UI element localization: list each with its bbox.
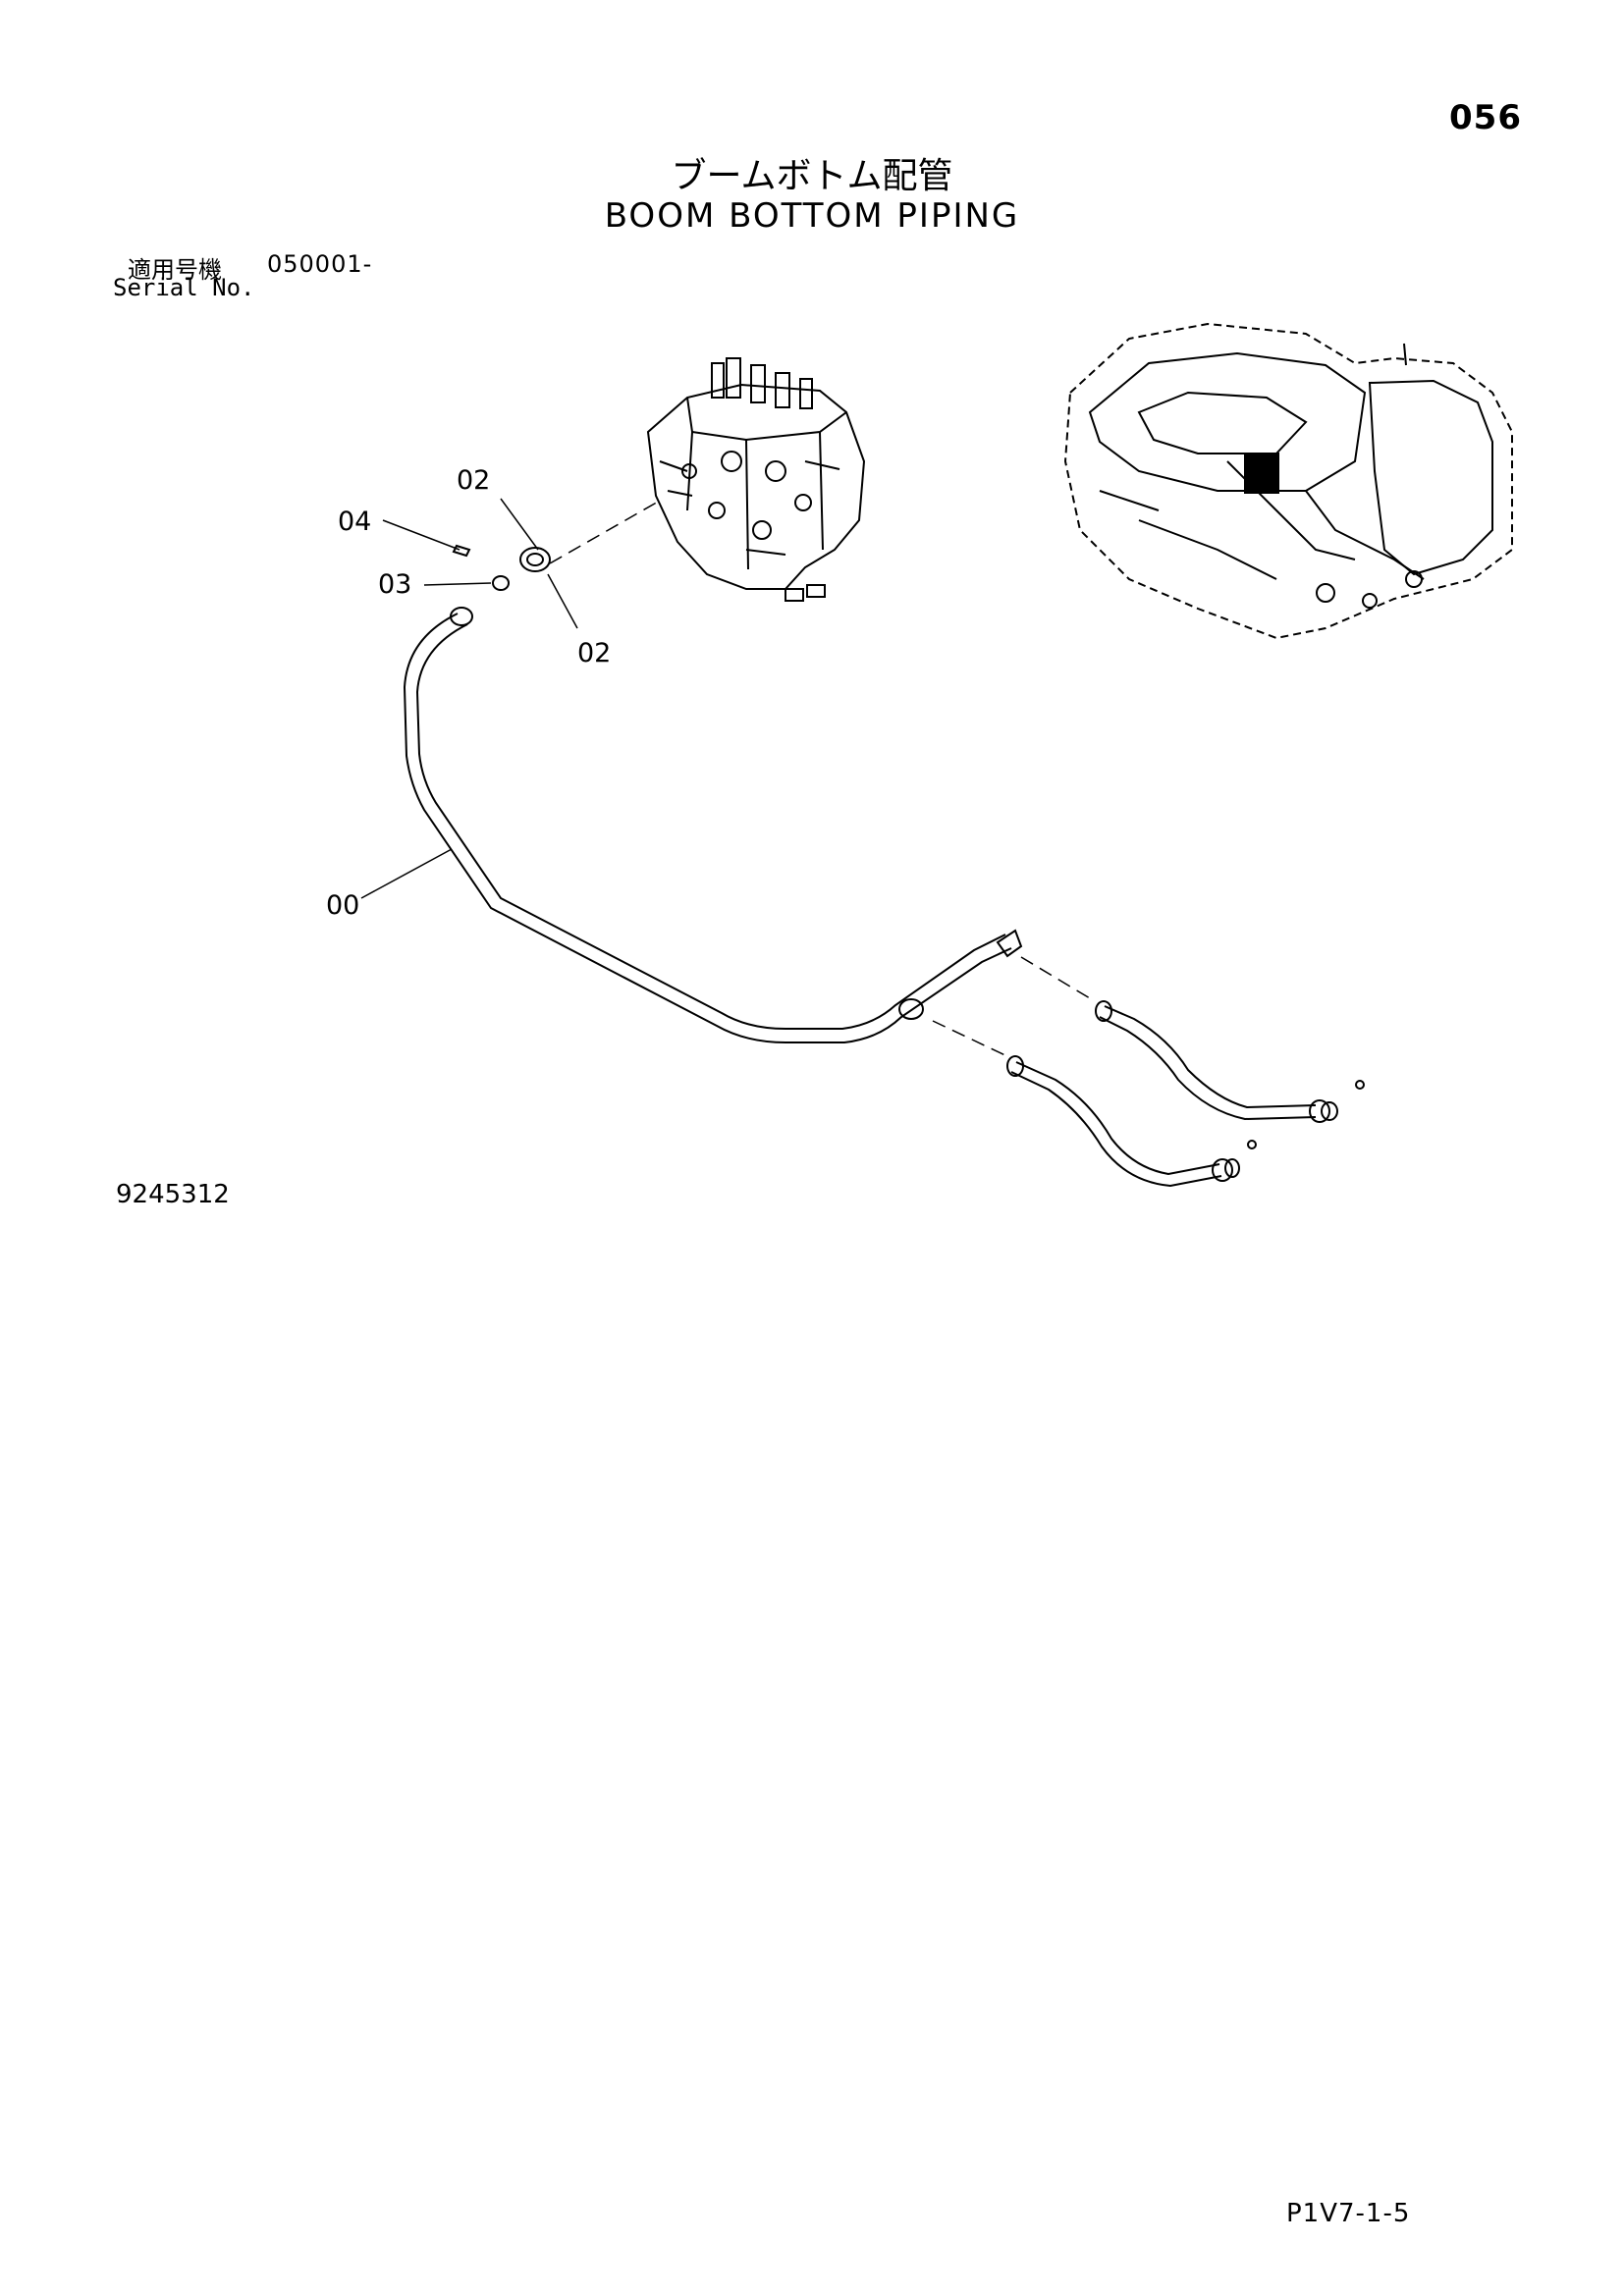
callout-04: 04: [338, 507, 372, 537]
serial-label-english: Serial No.: [113, 274, 255, 301]
page-code: P1V7-1-5: [1286, 2199, 1411, 2228]
drawing-number: 9245312: [116, 1180, 230, 1209]
excavator-illustration: [1063, 322, 1513, 640]
control-valve-illustration: [646, 357, 866, 602]
boom-bottom-pipe: [403, 607, 1023, 1043]
callout-02-bottom: 02: [577, 638, 612, 668]
callout-02-top: 02: [457, 465, 491, 496]
hose-upper: [1095, 1000, 1365, 1123]
hose-lower: [1006, 1055, 1257, 1188]
page-number: 056: [1449, 98, 1522, 137]
flange-parts: [452, 544, 551, 591]
serial-label-japanese: 適用号機: [128, 256, 222, 284]
page-title-english: BOOM BOTTOM PIPING: [604, 196, 1020, 236]
serial-range: 050001-: [267, 250, 373, 278]
callout-00: 00: [326, 890, 360, 921]
page-title-japanese: ブームボトム配管: [671, 156, 953, 196]
callout-03: 03: [378, 569, 412, 600]
